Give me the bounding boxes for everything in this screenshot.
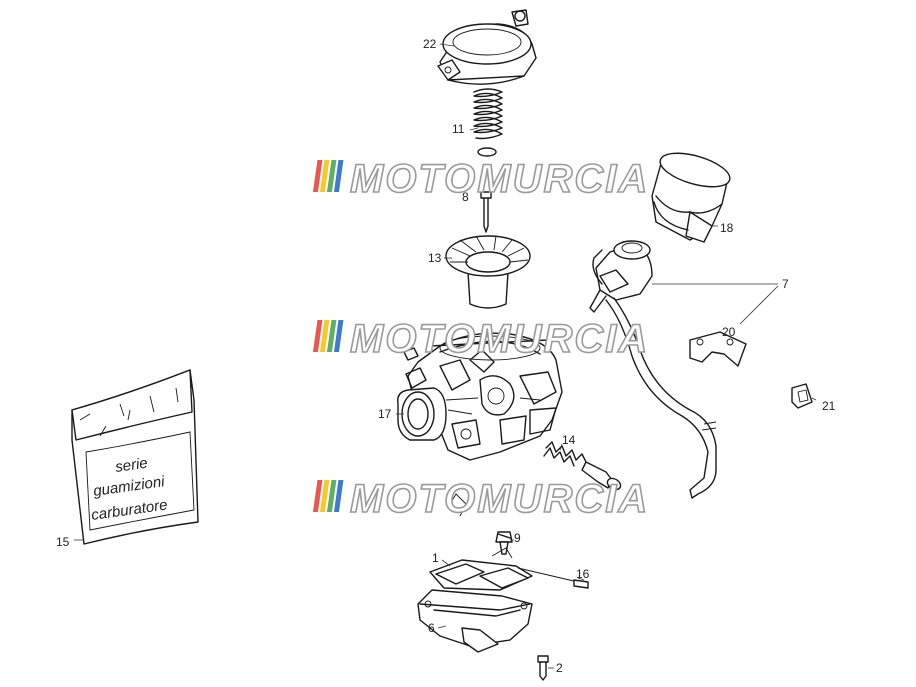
watermark-stripe [312, 160, 323, 192]
part-14-idle-screw [543, 441, 622, 491]
watermark-text-middle: MOTOMURCIA [350, 317, 649, 361]
callout-8: 8 [462, 190, 469, 204]
watermark-stripe [319, 160, 330, 192]
callout-14: 14 [562, 433, 576, 447]
watermark-stripe [333, 480, 344, 512]
callout-13: 13 [428, 251, 442, 265]
callout-21: 21 [822, 399, 836, 413]
watermark-stripe [312, 480, 323, 512]
part-1-float [429, 547, 533, 591]
watermark-stripe [319, 320, 330, 352]
callout-18: 18 [720, 221, 734, 235]
watermark-middle: MOTOMURCIA [312, 316, 649, 362]
part-9-main-jet [495, 531, 513, 555]
watermark-stripe [326, 320, 337, 352]
part-21-small-nut [791, 383, 813, 409]
callout-17: 17 [378, 407, 392, 421]
watermark-stripe [333, 320, 344, 352]
part-6-float-bowl [417, 589, 533, 653]
part-2-screw [537, 655, 549, 681]
callout-11: 11 [452, 122, 465, 136]
watermark-text-bottom: MOTOMURCIA [350, 477, 649, 521]
callout-22: 22 [423, 37, 437, 51]
watermark-stripe [326, 160, 337, 192]
part-20-clip [689, 331, 747, 367]
callout-20: 20 [722, 325, 736, 339]
watermark-stripe [333, 160, 344, 192]
watermark-bottom: MOTOMURCIA [312, 476, 649, 522]
part-22-top-cover [437, 9, 537, 85]
callout-1: 1 [432, 551, 439, 565]
part-16-float-pin [517, 567, 589, 589]
needle-clip-ring [477, 147, 497, 157]
part-17-carburetor-body [397, 332, 563, 461]
part-18-rubber-sleeve [651, 152, 731, 243]
callout-16: 16 [576, 567, 590, 581]
callout-9: 9 [514, 531, 521, 545]
callout-numbers: 22 11 8 13 17 18 7 20 21 14 15 9 1 16 6 … [56, 37, 836, 675]
callout-15: 15 [56, 535, 70, 549]
part-7-choke-cable [589, 240, 717, 499]
callout-2: 2 [556, 661, 563, 675]
watermark-text-top: MOTOMURCIA [350, 157, 649, 201]
watermark-stripe [326, 480, 337, 512]
part-8-needle [480, 191, 492, 233]
bag-label-line-1: serie [114, 455, 149, 476]
callout-7: 7 [782, 277, 789, 291]
callout-6: 6 [428, 621, 435, 635]
part-13-slide-diaphragm [445, 235, 531, 309]
small-washer [449, 493, 467, 517]
watermark-top: MOTOMURCIA [312, 156, 649, 202]
part-15-gasket-kit-bag: serie guamizioni carburatore [71, 369, 199, 545]
watermark-stripe [319, 480, 330, 512]
watermark-stripe [312, 320, 323, 352]
part-11-spring [473, 88, 503, 140]
leader-lines [74, 43, 817, 669]
